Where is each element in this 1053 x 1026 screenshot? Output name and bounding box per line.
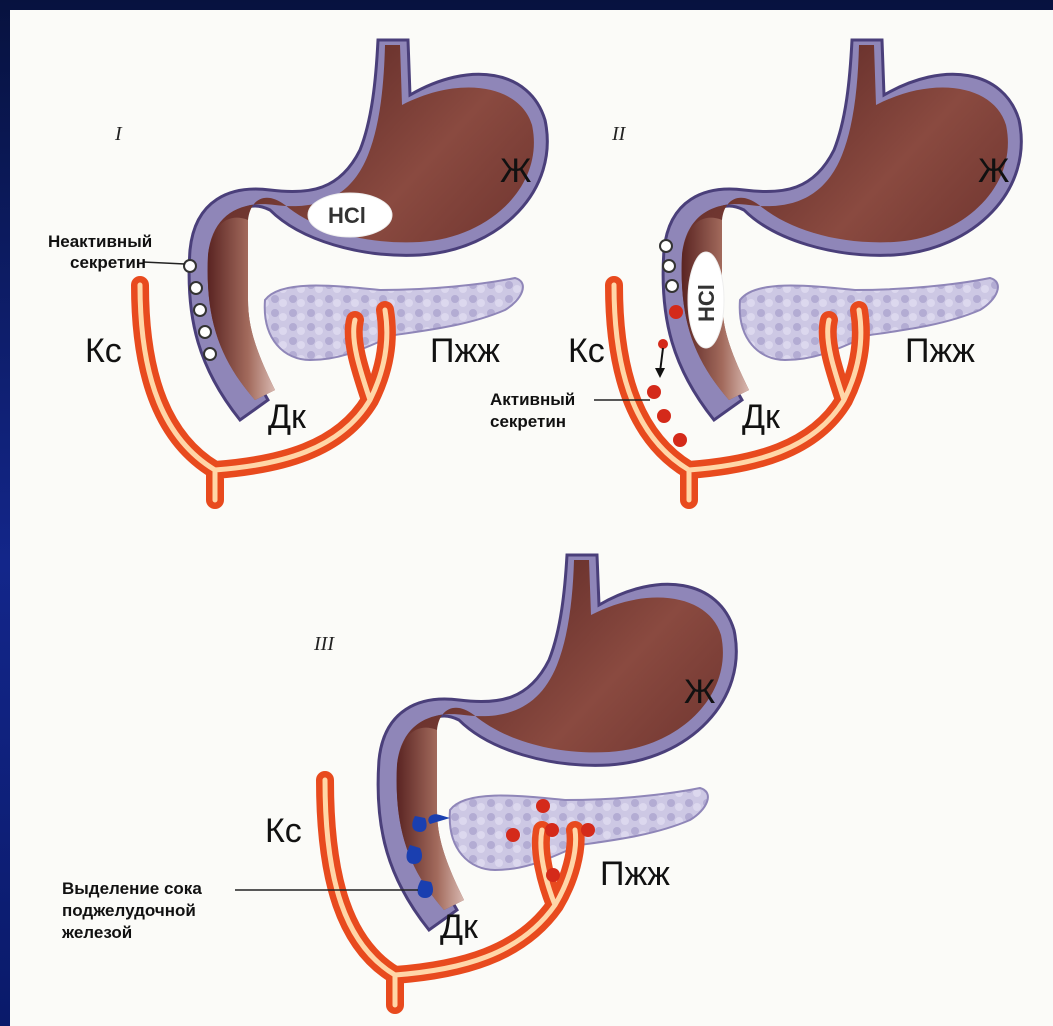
vessel-label: Кс bbox=[568, 332, 605, 370]
pancreas-label: Пжж bbox=[600, 855, 670, 893]
note-line-3: железой bbox=[61, 923, 132, 942]
panel-roman-numeral: II bbox=[611, 123, 627, 145]
vessel-label: Кс bbox=[265, 812, 302, 850]
stomach-label: Ж bbox=[500, 152, 531, 190]
note-line-2: поджелудочной bbox=[62, 901, 196, 920]
note-line-1: Неактивный bbox=[48, 232, 152, 251]
duodenum-label: Дк bbox=[742, 398, 781, 436]
duodenum-label: Дк bbox=[268, 398, 307, 436]
panel-roman-numeral: III bbox=[313, 633, 335, 655]
hcl-label: HCl bbox=[694, 284, 719, 322]
pancreas-label: Пжж bbox=[905, 332, 975, 370]
panel-roman-numeral: I bbox=[114, 123, 123, 145]
note-line-1: Активный bbox=[490, 390, 575, 409]
stomach-label: Ж bbox=[684, 673, 715, 711]
panel-3: III Ж Кс Пжж Дк Выделение сока поджелудо… bbox=[61, 555, 736, 1005]
note-line-2: секретин bbox=[70, 253, 146, 272]
panel-1: HCl I Ж Неактивный секретин Кс Пжж Дк bbox=[48, 40, 547, 500]
duodenum-label: Дк bbox=[440, 908, 479, 946]
stomach-label: Ж bbox=[978, 152, 1009, 190]
hcl-label: HCl bbox=[328, 203, 366, 228]
vessel-label: Кс bbox=[85, 332, 122, 370]
pancreas-label: Пжж bbox=[430, 332, 500, 370]
note-line-2: секретин bbox=[490, 412, 566, 431]
panel-2: HCl II Ж Кс Пжж Дк Активный сек bbox=[490, 40, 1021, 500]
note-line-1: Выделение сока bbox=[62, 879, 202, 898]
